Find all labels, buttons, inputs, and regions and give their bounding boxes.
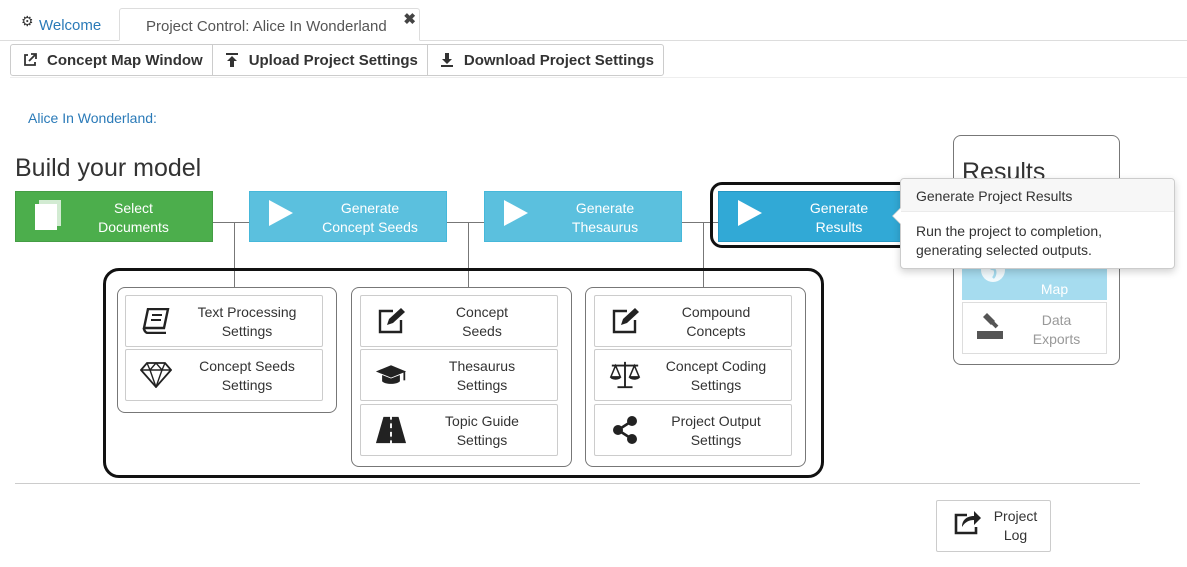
compound-concepts-line1: Compound [681,304,751,320]
tooltip-arrow-fill [893,207,902,225]
toolbar-divider [10,77,1187,78]
connector-line [468,222,469,288]
upload-icon [225,53,239,67]
project-log-line2: Log [1003,527,1028,543]
generate-results-line2: Results [815,219,863,235]
concept-coding-line1: Concept Coding [665,358,767,374]
tab-project-control[interactable]: Project Control: Alice In Wonderland ✖ [119,8,420,41]
generate-thesaurus-line2: Thesaurus [571,219,639,235]
download-settings-label: Download Project Settings [463,51,654,69]
play-icon [269,200,293,231]
edit-icon [609,306,641,336]
text-processing-line2: Settings [221,323,273,339]
diamond-icon [140,360,172,390]
graduation-cap-icon [375,360,407,390]
toolbar: Concept Map Window Upload Project Settin… [10,44,664,76]
map-label: Map [1040,281,1069,297]
download-settings-button[interactable]: Download Project Settings [426,44,664,76]
balance-scale-icon [609,360,641,390]
gavel-icon [977,311,1005,346]
download-icon [440,53,454,67]
connector-line [213,222,249,223]
upload-settings-label: Upload Project Settings [248,51,418,69]
thesaurus-settings-line2: Settings [456,377,508,393]
concept-seeds-settings-line2: Settings [221,377,273,393]
select-documents-line1: Select [114,200,153,216]
compound-concepts-line2: Concepts [686,323,746,339]
file-icon [35,200,63,235]
project-log-line1: Project [993,508,1038,524]
generate-seeds-line1: Generate [340,200,400,216]
connector-line [234,222,235,288]
tab-project-label: Project Control: Alice In Wonderland [146,18,387,35]
data-exports-line2: Exports [1032,331,1081,347]
project-output-line2: Settings [690,432,742,448]
connector-line [703,222,704,288]
tab-welcome-label: Welcome [39,17,102,34]
select-documents-line2: Documents [98,219,169,235]
external-link-icon [23,53,37,67]
generate-seeds-line2: Concept Seeds [322,219,418,235]
section-divider [15,483,1140,484]
topic-guide-line2: Settings [456,432,508,448]
connector-line [447,222,484,223]
connector-line [682,222,718,223]
play-icon [738,200,762,231]
project-output-line1: Project Output [671,413,761,429]
concept-seeds-settings-line1: Concept Seeds [199,358,295,374]
tooltip-title: Generate Project Results [901,179,1174,212]
settings-highlight-outline [103,268,824,478]
tooltip-body: Run the project to completion, generatin… [916,223,1102,258]
play-icon [504,200,528,231]
data-exports-line1: Data [1041,312,1072,328]
generate-results-line1: Generate [809,200,869,216]
share-icon [609,415,641,445]
concept-map-window-button[interactable]: Concept Map Window [10,44,213,76]
topic-guide-line1: Topic Guide [445,413,519,429]
concept-seeds-line1: Concept [455,304,509,320]
generate-thesaurus-line1: Generate [575,200,635,216]
share-square-icon [953,509,981,540]
upload-settings-button[interactable]: Upload Project Settings [211,44,428,76]
tab-welcome[interactable]: ⚙ Welcome [9,8,117,41]
results-highlight-outline [710,182,913,248]
tab-bar: ⚙ Welcome Project Control: Alice In Wond… [0,0,1187,41]
generate-results-tooltip: Generate Project Results Run the project… [892,178,1175,269]
text-processing-line1: Text Processing [197,304,297,320]
page-title: Build your model [15,154,202,182]
concept-map-window-label: Concept Map Window [47,51,203,69]
concept-seeds-line2: Seeds [462,323,502,339]
book-icon [140,306,172,336]
concept-coding-line2: Settings [690,377,742,393]
thesaurus-settings-line1: Thesaurus [448,358,516,374]
close-icon[interactable]: ✖ [403,11,416,28]
road-icon [375,415,407,445]
gear-icon: ⚙ [21,13,34,29]
breadcrumb[interactable]: Alice In Wonderland: [28,110,157,126]
edit-icon [375,306,407,336]
